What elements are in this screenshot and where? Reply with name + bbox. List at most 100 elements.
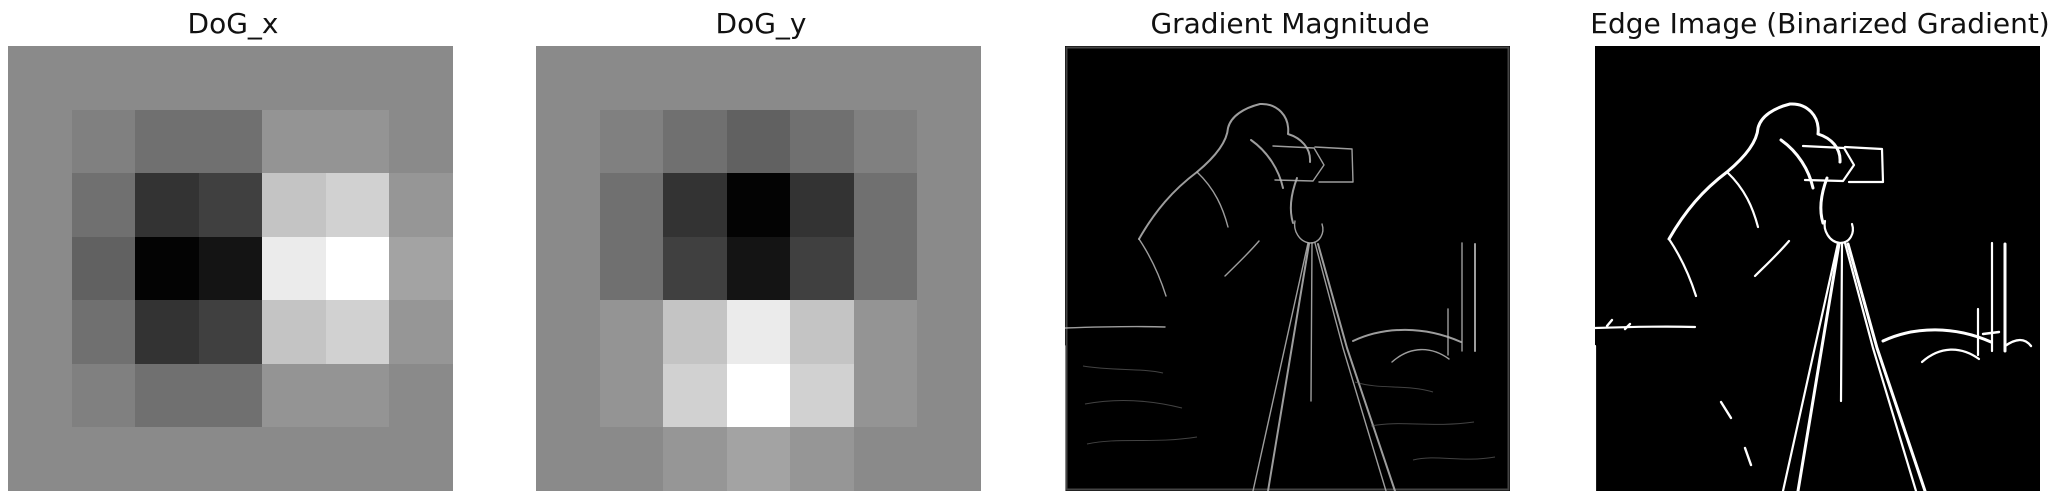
kernel-cell-r2-c3 — [726, 173, 791, 237]
tripod-head-outline — [1823, 219, 1854, 245]
grass-texture-1 — [1082, 365, 1164, 374]
kernel-cell-r3-c2 — [135, 236, 199, 301]
edge-mark-4 — [2003, 338, 2033, 348]
camera-lens-outline — [1314, 146, 1354, 183]
panel-title-dog-y: DoG_y — [715, 7, 807, 40]
panel-dog-y: DoG_y — [536, 0, 986, 498]
kernel-cell-r1-c6 — [389, 109, 453, 174]
edge-mark-3 — [1981, 330, 2001, 336]
kernel-cell-r3-c2 — [663, 236, 727, 301]
kernel-cell-r1-c0 — [536, 109, 600, 174]
kernel-cell-r2-c4 — [790, 173, 854, 237]
kernel-cell-r2-c2 — [135, 173, 199, 237]
kernel-cell-r6-c4 — [262, 427, 326, 491]
dog-y-kernel-image — [536, 46, 981, 491]
kernel-cell-r3-c4 — [262, 236, 326, 301]
panel-title-gradient-magnitude: Gradient Magnitude — [1150, 7, 1430, 40]
kernel-cell-r1-c4 — [262, 109, 326, 174]
kernel-cell-r1-c2 — [135, 109, 199, 174]
kernel-cell-r2-c3 — [198, 173, 263, 237]
kernel-cell-r3-c3 — [726, 236, 791, 301]
left-horizon-line — [1595, 325, 1697, 330]
kernel-cell-r2-c0 — [536, 173, 600, 237]
kernel-cell-r1-c5 — [853, 109, 918, 174]
kernel-cell-r2-c2 — [663, 173, 727, 237]
kernel-cell-r5-c2 — [663, 363, 727, 428]
kernel-cell-r0-c3 — [198, 46, 263, 110]
kernel-cell-r3-c1 — [599, 236, 664, 301]
dog-y-kernel-grid — [536, 46, 981, 491]
kernel-cell-r3-c5 — [853, 236, 918, 301]
kernel-cell-r6-c4 — [790, 427, 854, 491]
dog-x-kernel-image — [8, 46, 453, 491]
kernel-cell-r1-c6 — [917, 109, 981, 174]
kernel-cell-r6-c0 — [8, 427, 72, 491]
right-building-arc — [1881, 328, 1993, 344]
panel-title-dog-x: DoG_x — [187, 7, 279, 40]
kernel-cell-r0-c2 — [663, 46, 727, 110]
kernel-cell-r5-c2 — [135, 363, 199, 428]
camera-lens-outline — [1843, 145, 1885, 184]
operator-face-outline — [1250, 139, 1284, 189]
kernel-cell-r5-c6 — [389, 363, 453, 428]
kernel-cell-r0-c3 — [726, 46, 791, 110]
kernel-cell-r1-c3 — [198, 109, 263, 174]
kernel-cell-r6-c6 — [389, 427, 453, 491]
gradient-magnitude-image — [1065, 46, 1510, 491]
kernel-cell-r6-c2 — [135, 427, 199, 491]
kernel-cell-r4-c0 — [8, 300, 72, 364]
dog-x-kernel-grid — [8, 46, 453, 491]
edge-mark-6 — [1743, 446, 1753, 467]
camera-mount-outline — [1289, 177, 1298, 224]
kernel-cell-r6-c5 — [325, 427, 390, 491]
kernel-cell-r3-c3 — [198, 236, 263, 301]
kernel-cell-r0-c5 — [325, 46, 390, 110]
camera-body-outline — [1801, 144, 1856, 183]
edge-mark-1 — [1605, 318, 1614, 328]
tripod-left-leg — [1252, 242, 1309, 491]
kernel-cell-r2-c6 — [389, 173, 453, 237]
kernel-cell-r4-c2 — [135, 300, 199, 364]
border-outline — [1065, 46, 1510, 491]
panel-gradient-magnitude: Gradient Magnitude — [1065, 0, 1515, 498]
kernel-cell-r5-c6 — [917, 363, 981, 428]
kernel-cell-r5-c3 — [726, 363, 791, 428]
edge-image-binarized — [1595, 46, 2040, 491]
camera-mount-outline — [1819, 176, 1829, 225]
tripod-head-outline — [1293, 220, 1324, 244]
grass-texture-6 — [1412, 456, 1496, 461]
kernel-cell-r3-c0 — [8, 236, 72, 301]
operator-left-shoulder — [1667, 237, 1698, 298]
kernel-cell-r6-c1 — [599, 427, 664, 491]
gradient-magnitude-drawing — [1065, 46, 1510, 491]
kernel-cell-r4-c2 — [663, 300, 727, 364]
kernel-cell-r0-c0 — [8, 46, 72, 110]
camera-handle-outline — [1753, 239, 1791, 278]
kernel-cell-r4-c3 — [198, 300, 263, 364]
kernel-cell-r4-c3 — [726, 300, 791, 364]
kernel-cell-r5-c0 — [8, 363, 72, 428]
kernel-cell-r4-c1 — [599, 300, 664, 364]
kernel-cell-r5-c0 — [536, 363, 600, 428]
kernel-cell-r0-c6 — [389, 46, 453, 110]
panel-title-edge-image: Edge Image (Binarized Gradient) — [1590, 7, 2050, 40]
kernel-cell-r3-c6 — [917, 236, 981, 301]
kernel-cell-r1-c1 — [71, 109, 136, 174]
operator-left-shoulder — [1138, 238, 1167, 297]
right-horizon-arc — [1391, 348, 1450, 363]
tripod-center-leg — [1839, 241, 1844, 403]
kernel-cell-r0-c6 — [917, 46, 981, 110]
tripod-left-leg — [1781, 241, 1840, 491]
kernel-cell-r1-c5 — [325, 109, 390, 174]
edge-image-drawing — [1595, 46, 2040, 491]
kernel-cell-r4-c4 — [790, 300, 854, 364]
operator-head-outline — [1138, 102, 1312, 240]
panel-dog-x: DoG_x — [8, 0, 458, 498]
kernel-cell-r2-c5 — [853, 173, 918, 237]
grass-texture-2 — [1084, 400, 1183, 409]
tripod-center-leg — [1310, 242, 1313, 402]
kernel-cell-r1-c3 — [726, 109, 791, 174]
kernel-cell-r5-c5 — [853, 363, 918, 428]
kernel-cell-r0-c1 — [71, 46, 136, 110]
kernel-cell-r5-c4 — [262, 363, 326, 428]
